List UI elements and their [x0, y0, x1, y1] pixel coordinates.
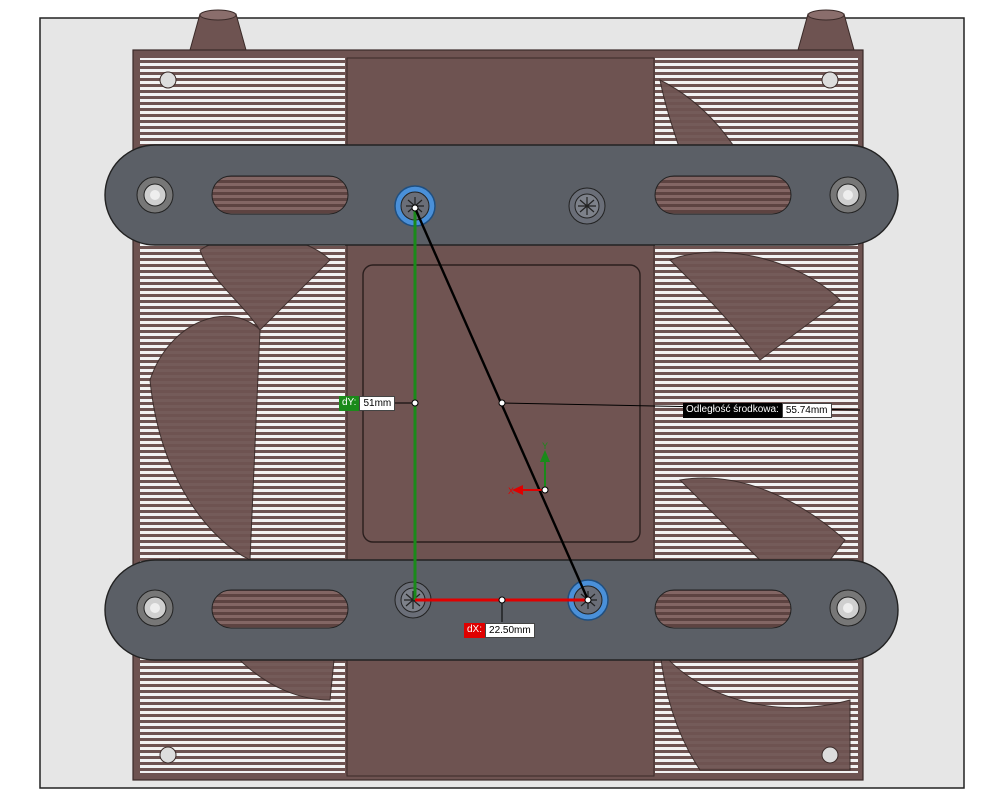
- triad-x-label: X: [508, 486, 514, 496]
- top-right-peg: [797, 9, 855, 51]
- top-left-peg: [189, 9, 247, 51]
- top-mounting-bracket[interactable]: [104, 144, 899, 246]
- end-point: [584, 596, 592, 604]
- top-slot-right: [654, 175, 792, 215]
- start-point: [411, 204, 419, 212]
- origin-triad: Y X: [508, 441, 550, 496]
- top-center-screw[interactable]: [568, 187, 606, 225]
- corner-hole-bl: [159, 746, 177, 764]
- center-distance-tag: Odległość środkowa:: [683, 403, 782, 418]
- center-distance-midpoint: [498, 399, 506, 407]
- dy-value: 51mm: [359, 396, 396, 411]
- bottom-slot-left: [211, 589, 349, 629]
- dx-midpoint: [498, 596, 506, 604]
- corner-hole-tl: [159, 71, 177, 89]
- dy-tag: dY:: [339, 396, 360, 411]
- top-right-screw[interactable]: [829, 176, 867, 214]
- dy-midpoint: [411, 399, 419, 407]
- triad-y-label: Y: [542, 441, 548, 451]
- dy-dimension-label[interactable]: dY: 51mm: [339, 396, 396, 411]
- center-distance-label[interactable]: Odległość środkowa: 55.74mm: [683, 403, 832, 418]
- bottom-slot-right: [654, 589, 792, 629]
- bottom-right-screw[interactable]: [829, 589, 867, 627]
- top-left-screw[interactable]: [136, 176, 174, 214]
- corner-hole-br: [821, 746, 839, 764]
- dx-tag: dX:: [464, 623, 486, 638]
- top-slot-left: [211, 175, 349, 215]
- dx-value: 22.50mm: [485, 623, 535, 638]
- center-distance-value: 55.74mm: [781, 403, 832, 418]
- bottom-left-screw[interactable]: [136, 589, 174, 627]
- dx-dimension-label[interactable]: dX: 22.50mm: [464, 623, 535, 638]
- corner-hole-tr: [821, 71, 839, 89]
